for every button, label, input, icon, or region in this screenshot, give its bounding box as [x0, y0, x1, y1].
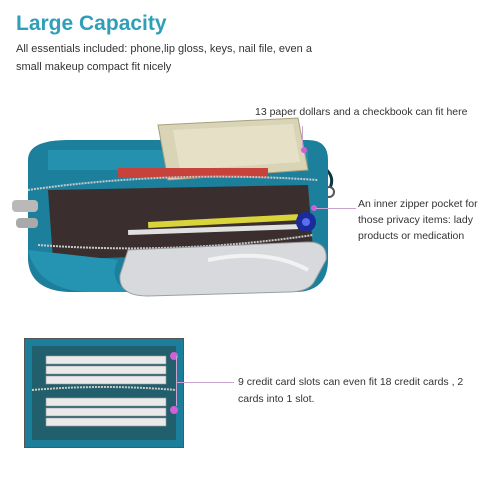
subtitle: All essentials included: phone,lip gloss…	[16, 43, 312, 73]
page-title: Large Capacity	[16, 12, 167, 35]
card-slots-line	[176, 382, 234, 383]
wallet-open-photo	[12, 117, 335, 297]
callout-paper-dollars-line	[302, 126, 304, 148]
card-slots-connector	[176, 356, 178, 406]
cash-marker-dot	[301, 147, 307, 153]
callout-inner-pocket: An inner zipper pocket for those privacy…	[358, 198, 478, 242]
card-slots-photo	[24, 338, 184, 448]
callout-inner-pocket-line	[316, 208, 356, 209]
callout-card-slots: 9 credit card slots can even fit 18 cred…	[238, 376, 464, 405]
callout-paper-dollars: 13 paper dollars and a checkbook can fit…	[255, 106, 468, 118]
